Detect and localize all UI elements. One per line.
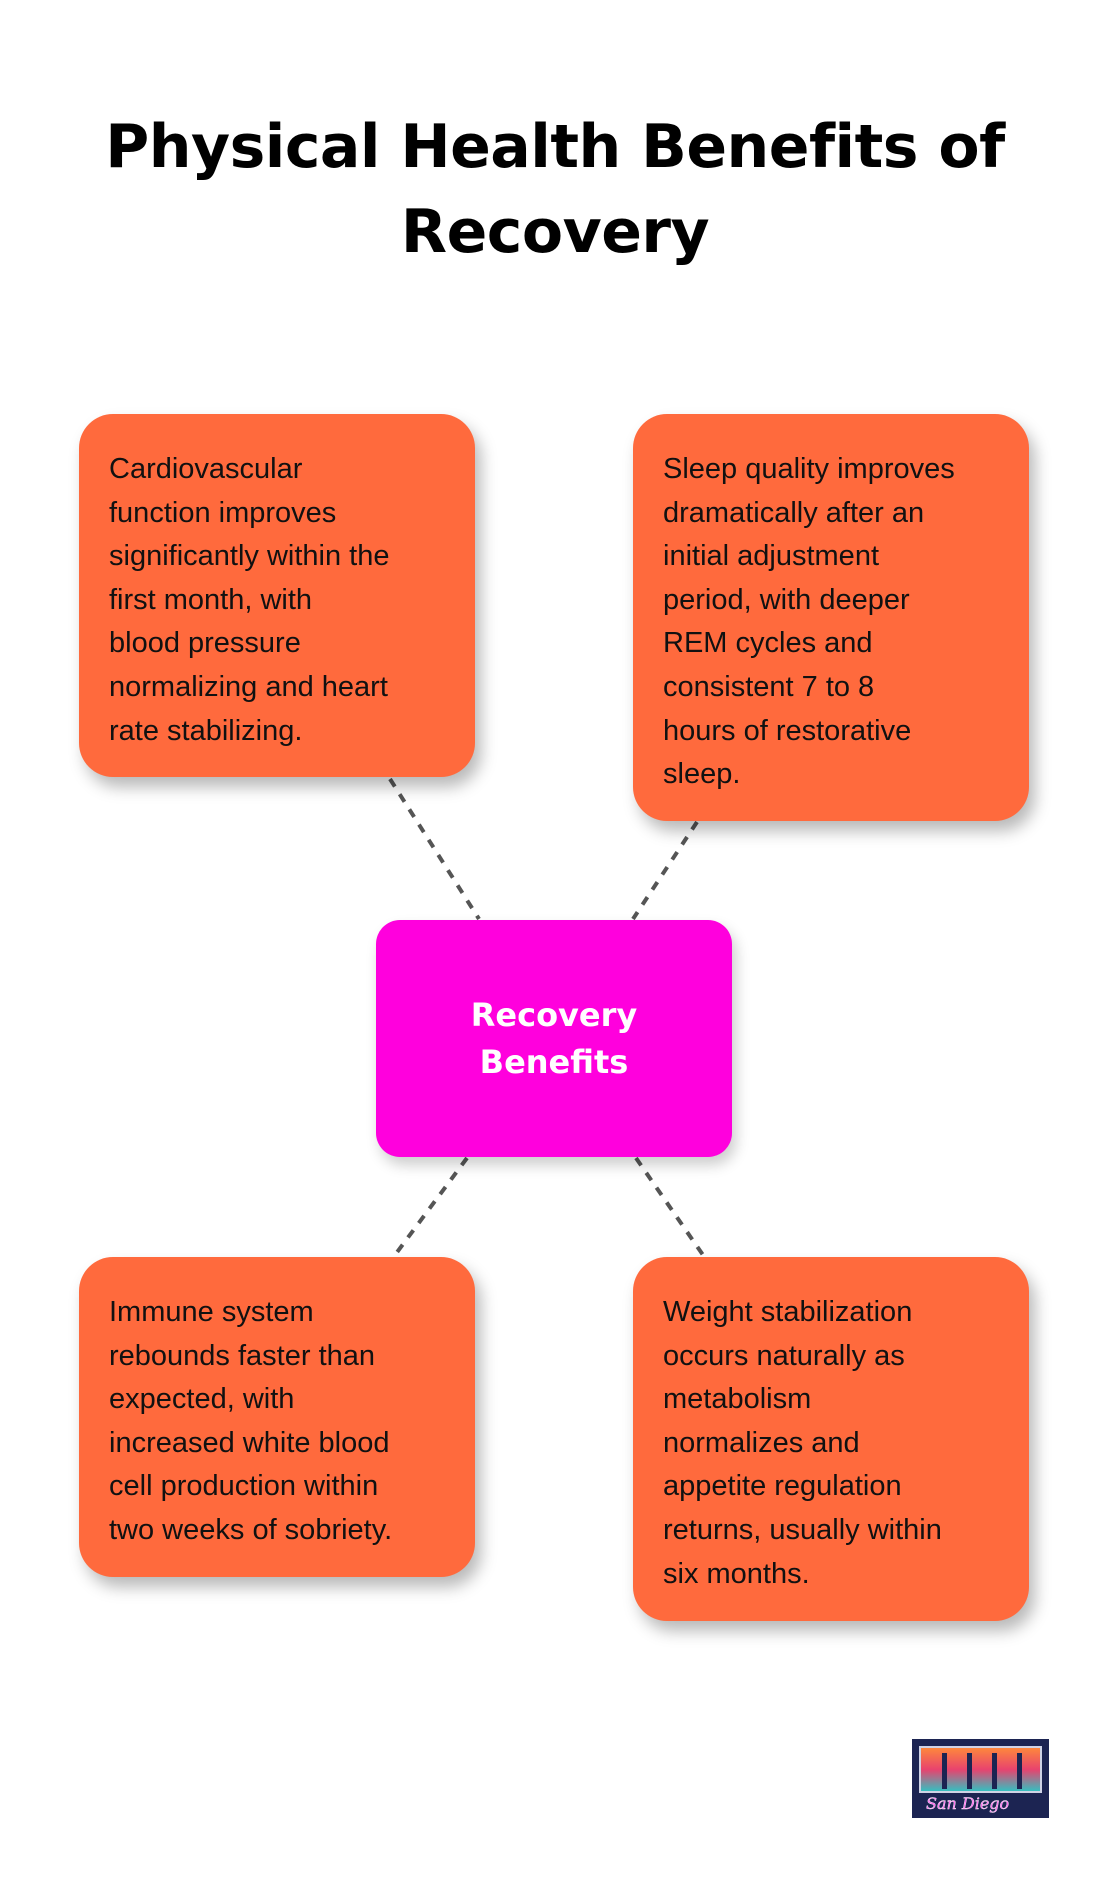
benefit-cardiovascular: Cardiovascular function improves significa…	[79, 414, 475, 777]
benefit-text-line: period, with deeper	[663, 583, 910, 616]
benefit-text-line: consistent 7 to 8	[663, 670, 875, 703]
benefit-text-line: normalizes and	[663, 1426, 860, 1459]
page-title: Physical Health Benefits of Recovery	[0, 105, 1110, 275]
benefit-text-line: cell production within	[109, 1470, 379, 1503]
center-label: Benefits	[479, 1042, 629, 1081]
benefit-text-line: returns, usually within	[663, 1513, 942, 1546]
title-line: Recovery	[400, 197, 710, 267]
benefit-text-line: two weeks of sobriety.	[109, 1513, 393, 1546]
benefit-text-line: metabolism	[663, 1383, 812, 1416]
benefit-weight: Weight stabilization occurs naturally as m…	[633, 1257, 1029, 1621]
benefit-text-line: six months.	[663, 1557, 810, 1590]
benefit-text-line: rebounds faster than	[109, 1339, 376, 1372]
benefit-text-line: Weight stabilization	[663, 1296, 913, 1328]
benefit-text-line: function improves	[109, 496, 337, 529]
benefit-text-line: sleep.	[663, 758, 741, 791]
connector-sleep	[631, 820, 699, 921]
connector-immune	[393, 1156, 469, 1257]
benefit-text-line: expected, with	[109, 1383, 295, 1416]
benefit-immune: Immune system rebounds faster than expecte…	[79, 1257, 475, 1577]
benefit-text-line: first month, with	[109, 583, 313, 616]
benefit-text-line: Cardiovascular	[109, 453, 303, 485]
connector-weight	[634, 1156, 705, 1257]
benefit-text-line: REM cycles and	[663, 627, 873, 660]
benefit-text-line: Sleep quality improves	[663, 453, 955, 485]
svg-text:San Diego: San Diego	[926, 1794, 1009, 1813]
benefit-text-line: rate stabilizing.	[109, 714, 303, 747]
benefit-text-line: significantly within the	[109, 540, 390, 573]
title-line: Physical Health Benefits of	[105, 112, 1005, 182]
benefit-text-line: dramatically after an	[663, 496, 925, 529]
benefit-text-line: occurs naturally as	[663, 1339, 905, 1372]
benefit-text-line: normalizing and heart	[109, 670, 388, 703]
benefit-text-line: appetite regulation	[663, 1470, 902, 1503]
connector-cardiovascular	[388, 777, 481, 921]
benefit-text-line: initial adjustment	[663, 540, 879, 573]
benefit-text-line: hours of restorative	[663, 714, 912, 747]
benefit-text-line: blood pressure	[109, 627, 301, 660]
center-node: Recovery Benefits	[376, 920, 732, 1157]
benefit-text-line: increased white blood	[109, 1426, 390, 1459]
center-label: Recovery	[470, 995, 638, 1034]
benefit-text-line: Immune system	[109, 1296, 314, 1328]
benefit-sleep: Sleep quality improves dramatically after…	[633, 414, 1029, 821]
amity-logo: San Diego	[912, 1739, 1049, 1818]
